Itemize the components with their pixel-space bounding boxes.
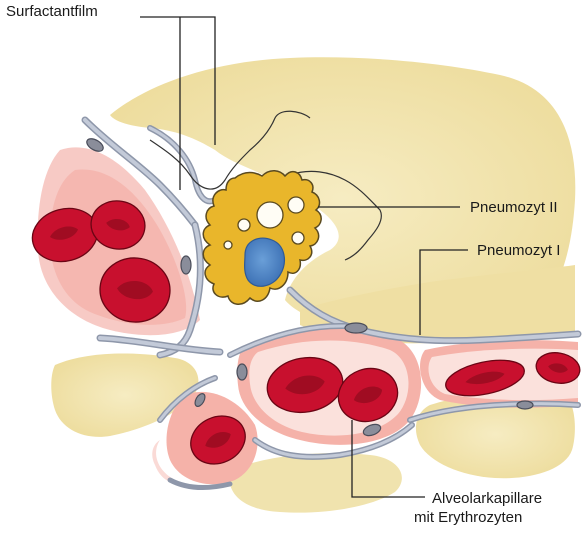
label-pneumozyt-1: Pneumozyt I (477, 241, 560, 260)
alveolus-bottom (229, 453, 402, 513)
label-surfactantfilm: Surfactantfilm (6, 2, 98, 21)
label-pneumozyt-2: Pneumozyt II (470, 198, 558, 217)
label-mit-erythrozyten: mit Erythrozyten (414, 508, 522, 527)
label-alveolarkapillare: Alveolarkapillare (432, 489, 542, 508)
